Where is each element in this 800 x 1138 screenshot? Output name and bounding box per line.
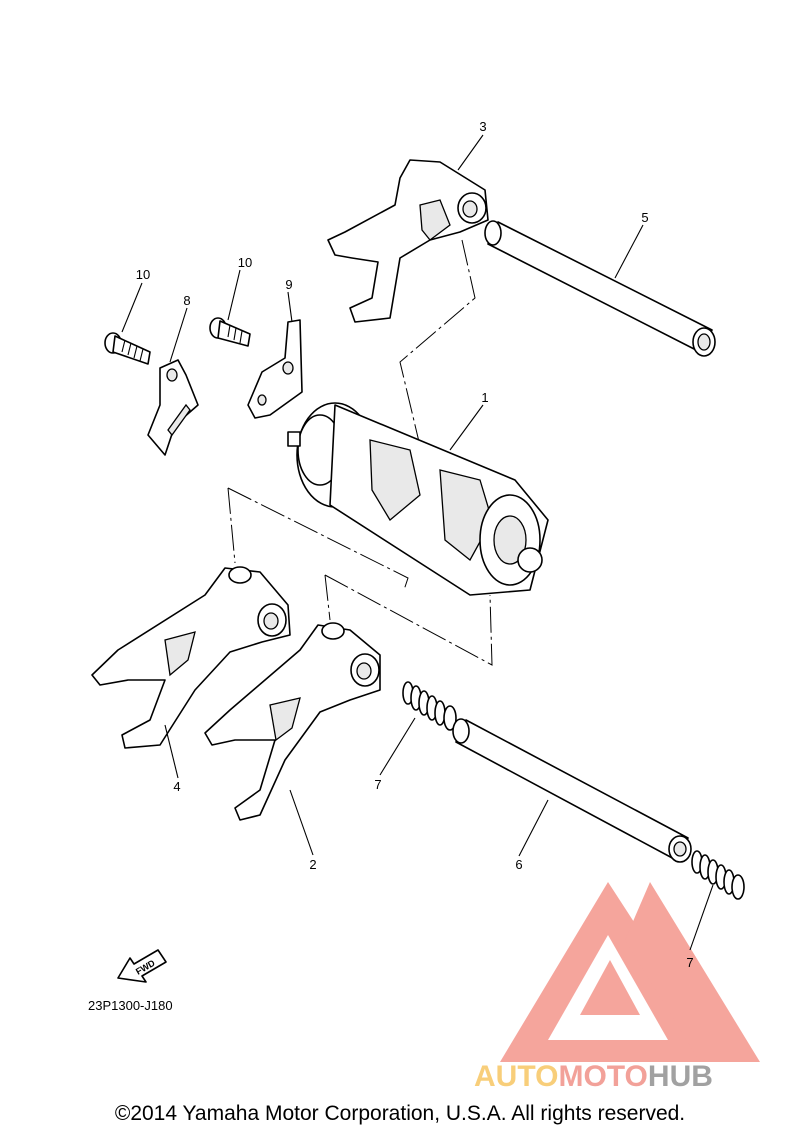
watermark-part-hub: HUB xyxy=(648,1060,713,1093)
watermark-part-moto: MOTO xyxy=(558,1060,647,1093)
shift-shaft-6[interactable] xyxy=(452,718,692,863)
watermark-part-auto: AUTO xyxy=(474,1060,558,1093)
callout-2: 2 xyxy=(309,857,316,872)
callout-9: 9 xyxy=(285,277,292,292)
shift-drum-1[interactable] xyxy=(287,402,549,596)
leader-lines xyxy=(121,134,714,951)
callout-3: 3 xyxy=(479,119,486,134)
copyright-notice: ©2014 Yamaha Motor Corporation, U.S.A. A… xyxy=(114,1102,686,1125)
assembly-lines xyxy=(227,239,493,666)
spring-7-upper[interactable] xyxy=(402,681,457,731)
shift-fork-2[interactable] xyxy=(204,622,381,821)
callout-10-right: 10 xyxy=(238,255,252,270)
callout-7-upper: 7 xyxy=(374,777,381,792)
bolt-10-left[interactable] xyxy=(104,332,151,365)
watermark-logo xyxy=(500,882,760,1062)
callout-8: 8 xyxy=(183,293,190,308)
plate-9[interactable] xyxy=(247,319,303,419)
watermark-text: AUTOMOTOHUB xyxy=(474,1060,713,1093)
shift-shaft-5[interactable] xyxy=(484,220,716,357)
bolt-10-right[interactable] xyxy=(209,317,251,347)
callout-10-left: 10 xyxy=(136,267,150,282)
shift-fork-3[interactable] xyxy=(327,159,489,323)
shift-fork-4[interactable] xyxy=(91,566,291,749)
callout-4: 4 xyxy=(173,779,180,794)
fwd-arrow-icon: FWD xyxy=(117,949,167,983)
callout-5: 5 xyxy=(641,210,648,225)
stopper-plate-8[interactable] xyxy=(147,359,199,456)
callout-1: 1 xyxy=(481,390,488,405)
spring-7-lower[interactable] xyxy=(691,850,745,900)
callout-6: 6 xyxy=(515,857,522,872)
diagram-code: 23P1300-J180 xyxy=(88,998,173,1013)
callout-7-lower: 7 xyxy=(686,955,693,970)
